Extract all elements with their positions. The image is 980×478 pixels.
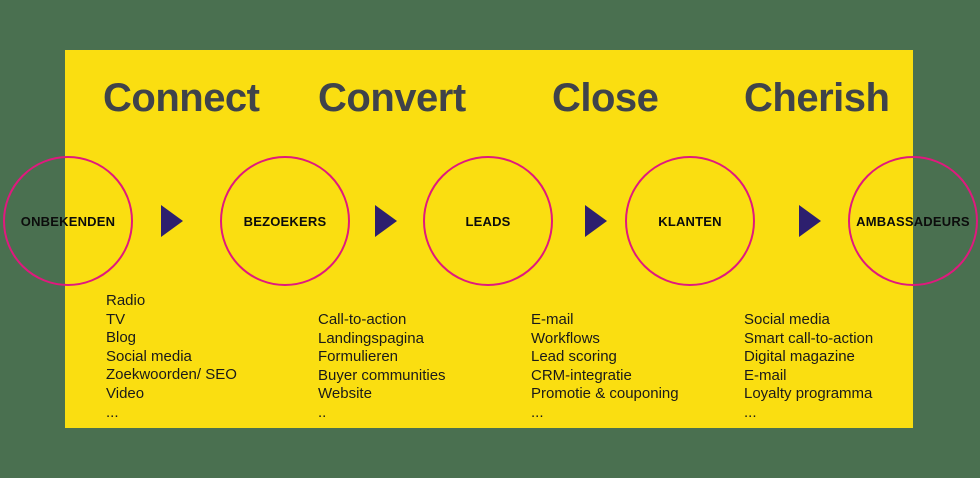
list-item: Video — [106, 384, 145, 402]
list-item: TV — [106, 310, 126, 328]
list-item: Buyer communities — [318, 366, 446, 384]
arrow-right-icon — [585, 205, 607, 237]
arrow-right-icon — [375, 205, 397, 237]
phase-heading-convert: Convert — [318, 76, 466, 120]
stage-label-bezoekers: BEZOEKERS — [243, 213, 327, 229]
list-item: Blog — [106, 329, 137, 347]
list-item: CRM-integratie — [531, 366, 632, 384]
list-item: Social media — [744, 311, 830, 328]
phase-heading-cherish: Cherish — [744, 76, 890, 120]
list-item: Social media — [106, 347, 192, 365]
list-item: ... — [744, 403, 757, 421]
list-item: E-mail — [531, 311, 574, 328]
list-item: ... — [106, 403, 119, 421]
stage-circle-leads: LEADS — [423, 156, 553, 286]
stage-circle-klanten: KLANTEN — [625, 156, 755, 286]
list-item: Call-to-action — [318, 311, 407, 328]
list-item: Radio — [106, 292, 146, 309]
list-item: ... — [531, 403, 544, 421]
list-item: Lead scoring — [531, 348, 617, 366]
stage-label-klanten: KLANTEN — [658, 213, 722, 229]
stage-circle-ambassadeurs: AMBASSADEURS — [848, 156, 978, 286]
list-item: Smart call-to-action — [744, 329, 874, 347]
list-item: Loyalty programma — [744, 385, 873, 403]
list-item: Workflows — [531, 329, 600, 347]
list-item: Digital magazine — [744, 348, 855, 366]
arrow-right-icon — [799, 205, 821, 237]
stage-circle-onbekenden: ONBEKENDEN — [3, 156, 133, 286]
list-item: Zoekwoorden/ SEO — [106, 366, 237, 384]
list-item: Website — [318, 385, 372, 403]
list-item: Formulieren — [318, 348, 399, 366]
phase-heading-close: Close — [552, 76, 659, 120]
list-item: Promotie & couponing — [531, 385, 679, 403]
list-item: .. — [318, 403, 327, 421]
list-item: E-mail — [744, 366, 787, 384]
stage-label-ambassadeurs: AMBASSADEURS — [856, 213, 970, 229]
stage-label-onbekenden: ONBEKENDEN — [20, 213, 116, 229]
stage-label-leads: LEADS — [465, 213, 511, 229]
phase-heading-connect: Connect — [103, 76, 260, 120]
list-item: Landingspagina — [318, 329, 424, 347]
stage-circle-bezoekers: BEZOEKERS — [220, 156, 350, 286]
arrow-right-icon — [161, 205, 183, 237]
